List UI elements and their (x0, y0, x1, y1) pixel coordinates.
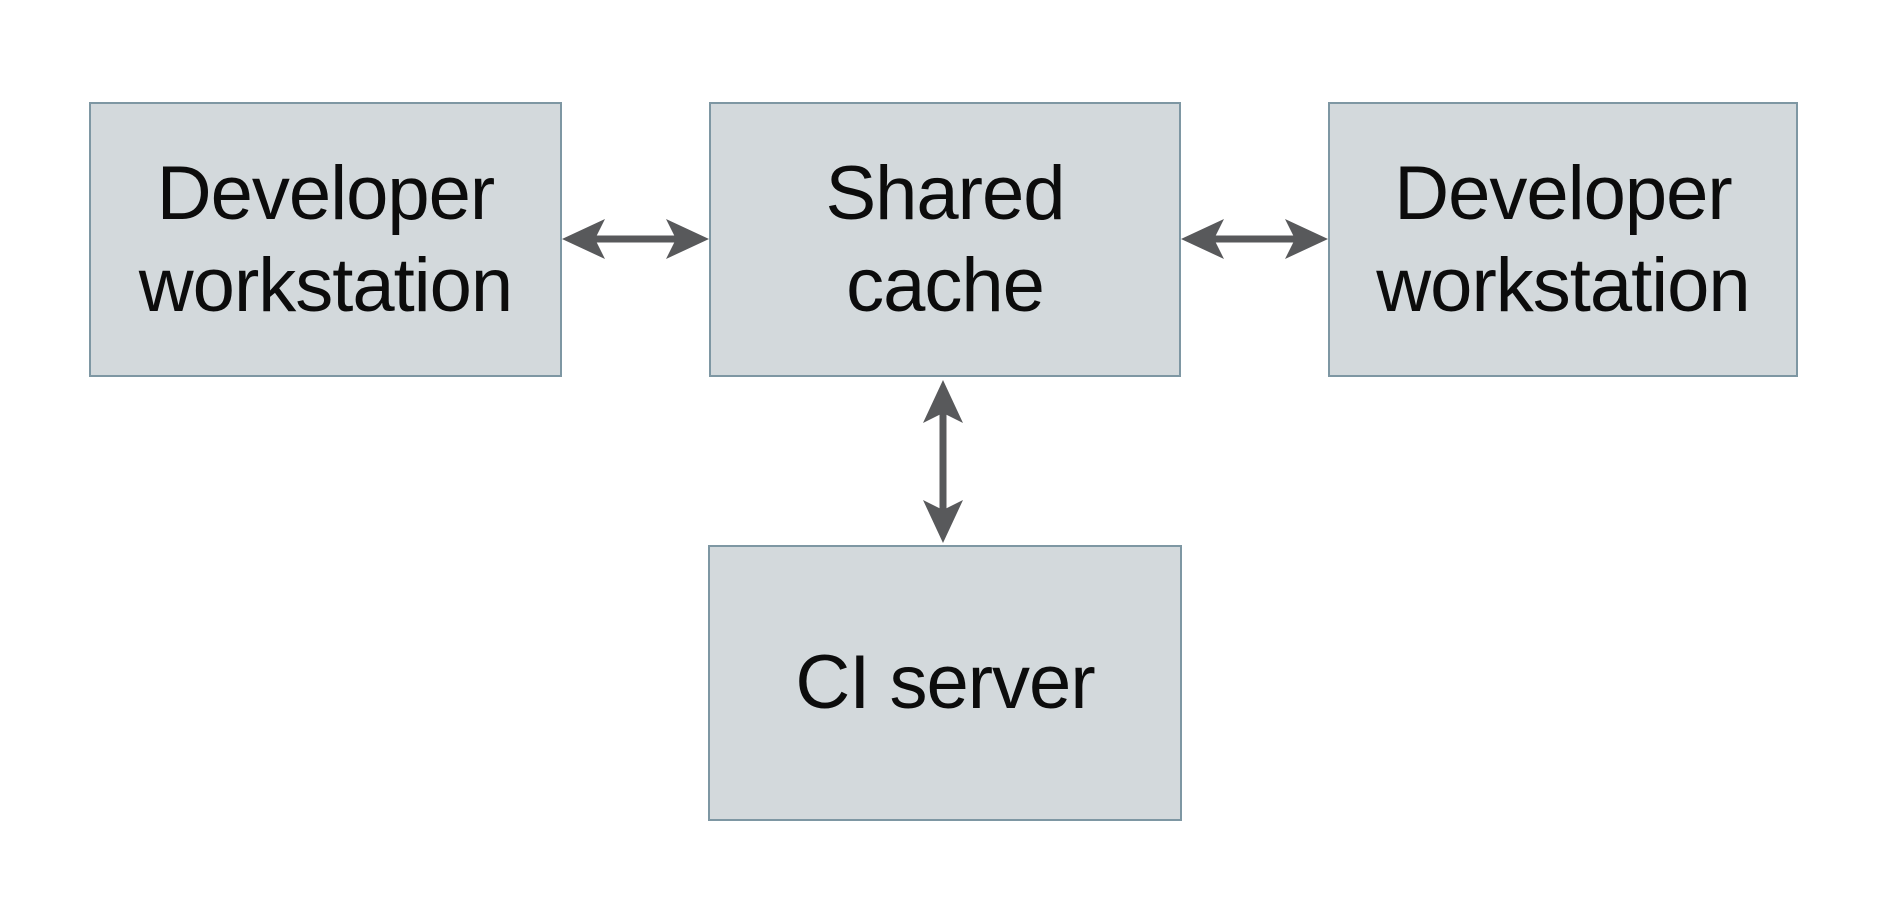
node-developer-workstation-left: Developer workstation (89, 102, 562, 377)
node-label: workstation (1376, 242, 1750, 328)
node-ci-server: CI server (708, 545, 1182, 821)
node-shared-cache: Shared cache (709, 102, 1181, 377)
node-label: Developer (1394, 150, 1732, 236)
node-label: workstation (138, 242, 513, 328)
double-arrow-icon-cache-right-workstation (1181, 217, 1328, 261)
node-label: Developer (156, 150, 495, 236)
node-label: cache (846, 242, 1045, 328)
double-arrow-icon-cache-ci-server (921, 380, 965, 543)
node-label: CI server (795, 640, 1095, 725)
node-developer-workstation-right: Developer workstation (1328, 102, 1798, 377)
node-label: Shared (825, 150, 1065, 236)
double-arrow-icon-left-workstation-cache (562, 217, 709, 261)
